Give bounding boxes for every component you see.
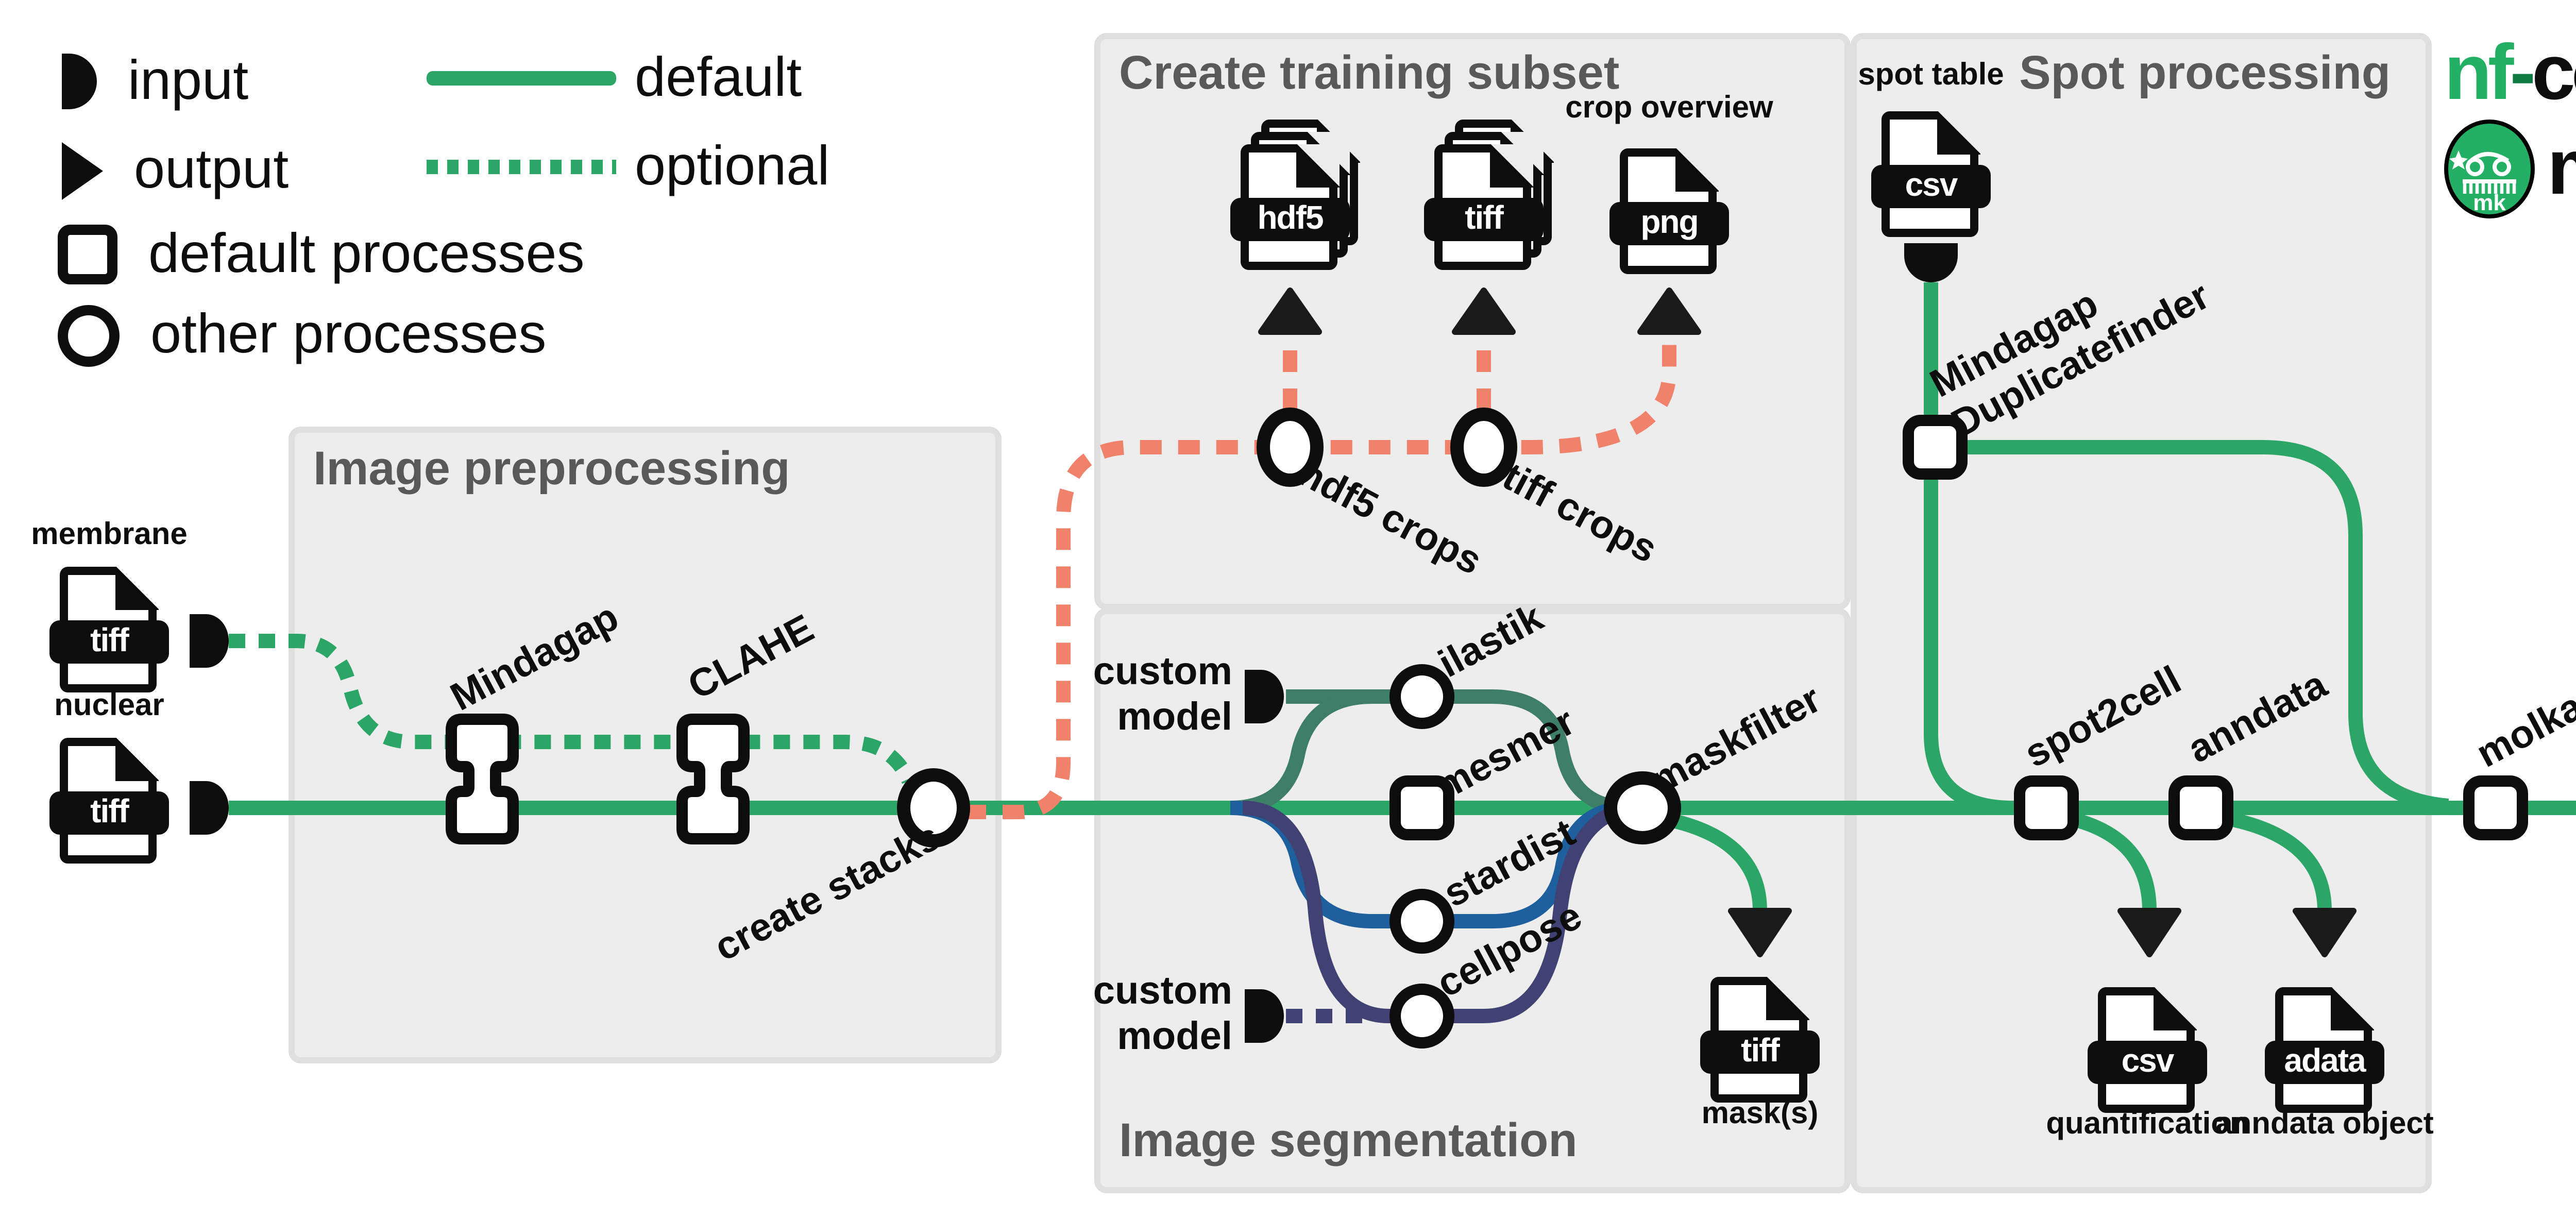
masks-output-arrow	[1728, 908, 1792, 957]
legend-default-label: default	[635, 46, 802, 108]
spot-table-csv-file-icon: csv	[1871, 110, 1991, 239]
membrane-tiff-file-icon: tiff	[49, 566, 169, 695]
anndata-output-arrow	[2293, 908, 2357, 957]
node-spot2cell	[2014, 775, 2079, 840]
svg-text:mk: mk	[2473, 190, 2506, 215]
custom-model-bottom-input-icon	[1245, 989, 1284, 1043]
edge-spot-table-down	[1924, 282, 2014, 815]
membrane-input-icon	[190, 614, 229, 668]
tiff-output-arrow	[1452, 287, 1516, 335]
label-crop-overview: crop overview	[1565, 91, 1773, 126]
node-mesmer	[1389, 775, 1454, 840]
node-cellpose	[1389, 984, 1454, 1048]
label-anndata-object: anndata object	[2215, 1107, 2434, 1142]
edge-anndata-to-object	[2212, 809, 2332, 919]
molkart-logo-text: molkart	[2547, 120, 2576, 218]
edge-membrane-optional	[229, 634, 916, 784]
edge-maskfilter-to-masks	[1659, 811, 1767, 919]
label-quantification: quantification	[2046, 1107, 2249, 1142]
section-title-preprocessing: Image preprocessing	[313, 441, 790, 495]
tiff-stack-file-icon: tiff	[1424, 119, 1553, 272]
spot-table-input-icon	[1904, 243, 1958, 282]
hdf5-stack-file-icon: hdf5	[1230, 119, 1359, 272]
node-duplicatefinder	[1903, 415, 1968, 480]
anndata-adata-file-icon: adata	[2265, 986, 2384, 1115]
png-file-icon: png	[1609, 147, 1729, 276]
node-clahe	[676, 714, 750, 844]
label-custom-model-bottom: custom model	[1093, 971, 1232, 1059]
legend-output: output	[62, 138, 289, 202]
page-fold-icon	[114, 737, 158, 780]
node-tiff-crops	[1450, 408, 1517, 487]
nf-core-logo-text: nf-core/	[2444, 31, 2576, 117]
label-masks: mask(s)	[1701, 1096, 1819, 1131]
node-maskfilter	[1604, 771, 1681, 844]
label-custom-model-top: custom model	[1093, 651, 1232, 740]
node-molkartqc	[2463, 775, 2528, 840]
edge-cellpose-branch	[1242, 801, 1634, 1023]
box-image-segmentation	[1094, 608, 1851, 1193]
legend-default-processes: default processes	[58, 223, 585, 286]
default-process-icon	[58, 225, 117, 284]
node-anndata	[2168, 775, 2233, 840]
legend-input: input	[62, 49, 248, 113]
node-hdf5-crops	[1257, 408, 1324, 487]
legend-default-line-icon	[427, 71, 616, 86]
node-ilastik	[1389, 664, 1454, 729]
node-stardist	[1389, 889, 1454, 954]
label-spot-table: spot table	[1858, 58, 2004, 93]
legend-optional-label: optional	[635, 135, 830, 197]
output-icon	[62, 141, 103, 199]
edge-spot2cell-to-quantification	[2057, 809, 2157, 919]
quantification-output-arrow	[2117, 908, 2181, 957]
node-mindagap	[446, 714, 519, 844]
edge-create-stacks-to-crops	[964, 344, 1676, 819]
section-title-segmentation: Image segmentation	[1119, 1113, 1578, 1166]
label-nuclear: nuclear	[54, 688, 164, 723]
quantification-csv-file-icon: csv	[2088, 986, 2207, 1115]
page-fold-icon	[114, 566, 158, 609]
hdf5-output-arrow	[1258, 287, 1322, 335]
box-image-preprocessing	[289, 427, 1002, 1063]
node-create-stacks	[897, 768, 970, 848]
custom-model-top-input-icon	[1245, 670, 1284, 723]
legend-optional-line-icon	[427, 160, 616, 174]
other-process-icon	[58, 304, 120, 366]
section-title-training: Create training subset	[1119, 45, 1620, 99]
masks-tiff-file-icon: tiff	[1700, 976, 1820, 1105]
nuclear-tiff-file-icon: tiff	[49, 737, 169, 866]
nuclear-input-icon	[190, 781, 229, 835]
molkart-badge-icon: mk	[2444, 120, 2535, 218]
input-icon	[62, 54, 97, 109]
label-membrane: membrane	[31, 517, 188, 552]
png-output-arrow	[1637, 287, 1701, 335]
section-title-spot: Spot processing	[2019, 45, 2391, 99]
legend-other-processes: other processes	[58, 303, 546, 367]
edge-duplicatefinder-right	[1962, 440, 2449, 813]
